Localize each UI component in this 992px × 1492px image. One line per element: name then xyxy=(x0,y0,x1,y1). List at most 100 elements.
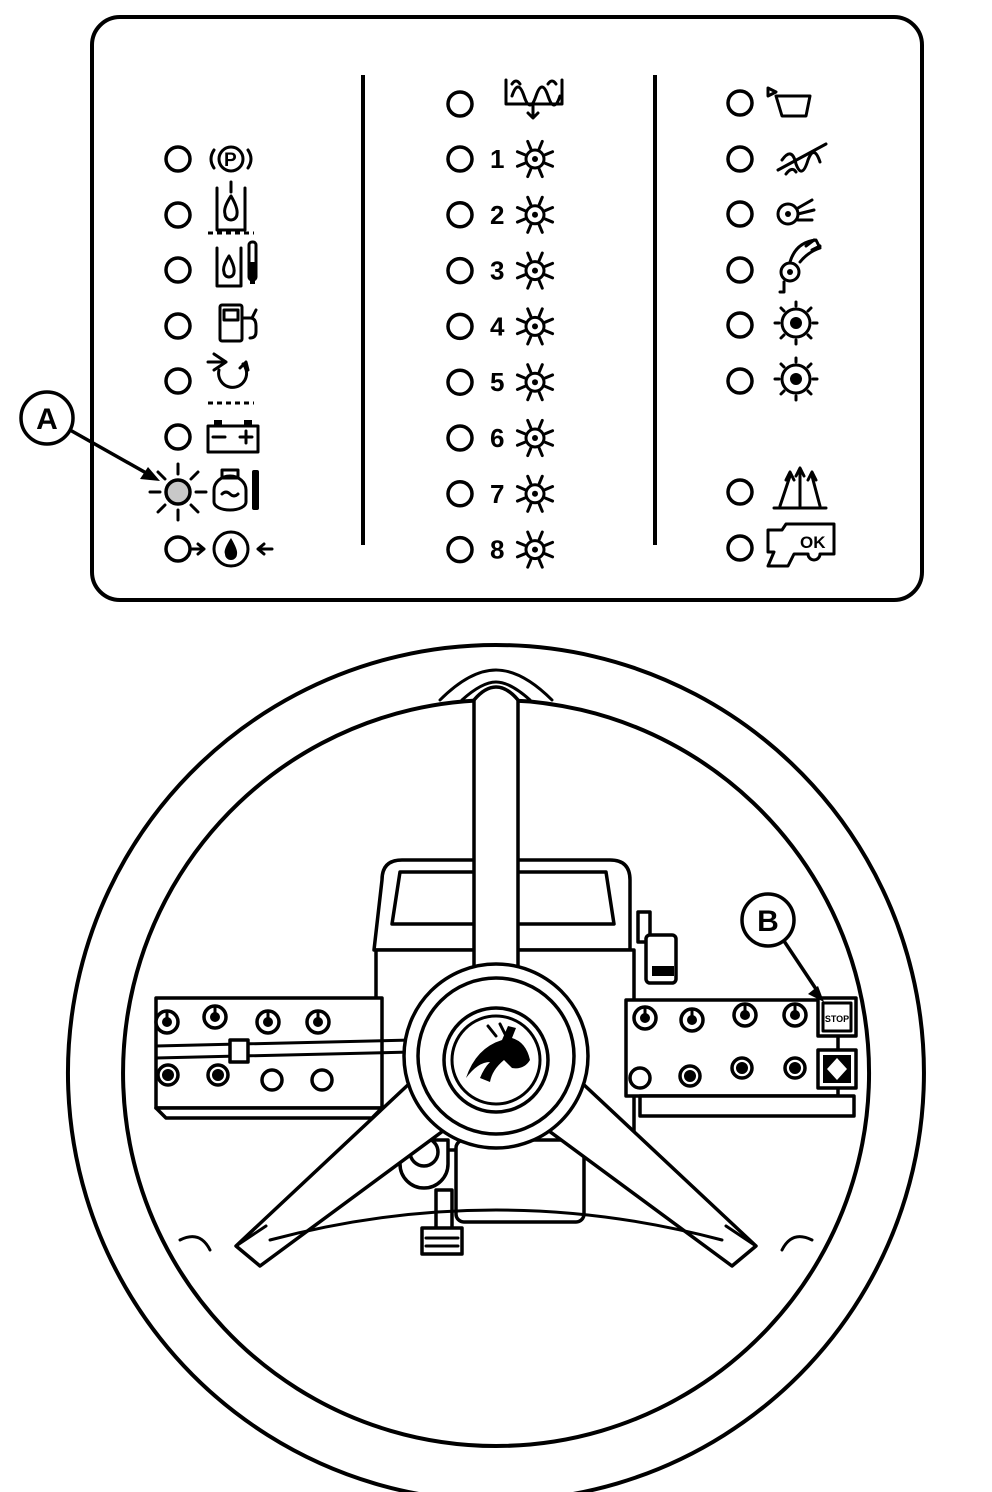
shaft-indicator-row: 5 xyxy=(446,363,555,402)
callout-b: B xyxy=(740,892,824,1002)
hydraulic-oil-level-indicator-lamp xyxy=(164,201,192,229)
round-button xyxy=(628,1066,652,1090)
left-control-strip xyxy=(154,996,414,1120)
engine-oil-pressure-icon xyxy=(188,530,274,568)
feeder-house-indicator-lamp xyxy=(446,90,474,118)
coolant-temperature-indicator-lamp-lit xyxy=(164,478,192,506)
lit-coolant-temperature-indicator xyxy=(148,462,208,522)
shaft-speed-icon xyxy=(515,530,555,569)
straw-chopper-icon xyxy=(778,238,822,294)
round-button xyxy=(206,1063,230,1087)
air-filter-restriction-icon xyxy=(206,352,254,405)
fuel-level-icon xyxy=(218,303,258,343)
shaft-indicator-lamp xyxy=(446,424,474,452)
shaft-number-label: 6 xyxy=(490,423,504,453)
steering-area: STOP xyxy=(65,643,926,1492)
shaft-indicator-lamp xyxy=(446,480,474,508)
air-filter-restriction-indicator-lamp xyxy=(164,367,192,395)
charging-system-indicator-lamp xyxy=(164,423,192,451)
rocker-switch xyxy=(782,1002,808,1028)
shaft-indicator-row: 1 xyxy=(446,139,555,179)
feeder-house-auger-icon xyxy=(504,78,564,120)
callout-b-label: B xyxy=(757,905,779,938)
shaft-number-label: 5 xyxy=(490,367,504,397)
callout-a-label: A xyxy=(36,403,58,436)
parking-brake-icon: P xyxy=(209,145,253,173)
rotor-icon xyxy=(773,356,819,402)
tailings-elevator-indicator-lamp xyxy=(726,200,754,228)
round-button xyxy=(156,1063,180,1087)
header-height-arrows-icon xyxy=(772,466,828,510)
battery-icon xyxy=(206,420,260,454)
shaft-indicator-row: 4 xyxy=(446,307,555,346)
shaft-number-label: 2 xyxy=(490,200,504,230)
svg-text:P: P xyxy=(224,150,237,171)
callout-a: A xyxy=(19,390,160,481)
multifunction-switch xyxy=(816,1048,858,1090)
console-round-buttons xyxy=(156,1056,807,1092)
system-ok-indicator-lamp xyxy=(726,534,754,562)
rocker-switch xyxy=(202,1004,228,1030)
middle-indicator-column: 1 2 3 4 5 6 7 8 xyxy=(446,78,564,569)
stop-button-label: STOP xyxy=(825,1014,849,1024)
shaft-number-label: 7 xyxy=(490,479,504,509)
rotor-speed-indicator-lamp xyxy=(726,367,754,395)
stop-button: STOP xyxy=(816,996,858,1038)
indicator-panel: P xyxy=(90,15,924,602)
shaft-number-label: 8 xyxy=(490,535,504,565)
round-button xyxy=(678,1064,702,1088)
deer-logo-icon xyxy=(466,1022,530,1082)
tailings-elevator-icon xyxy=(776,198,816,226)
steering-wheel xyxy=(65,643,926,1492)
shaft-number-label: 4 xyxy=(490,311,505,341)
rocker-switch xyxy=(679,1007,705,1033)
shaft-speed-icon xyxy=(515,307,555,346)
right-indicator-column: OK xyxy=(726,86,836,568)
grain-tank-full-icon xyxy=(766,86,812,118)
shaft-indicator-row: 2 xyxy=(446,195,555,234)
hydraulic-oil-temperature-indicator-lamp xyxy=(164,256,192,284)
shaft-number-label: 3 xyxy=(490,256,504,286)
shaft-speed-icon xyxy=(515,139,555,179)
shaft-number-label: 1 xyxy=(490,144,504,174)
shaft-indicator-lamp xyxy=(446,145,474,173)
round-button xyxy=(310,1068,334,1092)
cylinder-speed-indicator-lamp xyxy=(726,311,754,339)
hydraulic-oil-level-icon xyxy=(208,180,254,235)
shaft-speed-icon xyxy=(515,251,555,290)
round-button xyxy=(260,1068,284,1092)
numbered-shaft-indicators: 1 2 3 4 5 6 7 8 xyxy=(446,139,555,569)
shaft-indicator-lamp xyxy=(446,201,474,229)
shaft-indicator-row: 7 xyxy=(446,474,555,513)
hydraulic-oil-temperature-icon xyxy=(215,240,258,288)
grain-tank-indicator-lamp xyxy=(726,89,754,117)
rocker-switch xyxy=(632,1005,658,1031)
round-button xyxy=(730,1056,754,1080)
clean-grain-elevator-indicator-lamp xyxy=(726,145,754,173)
shaft-indicator-lamp xyxy=(446,535,474,564)
shaft-indicator-lamp xyxy=(446,312,474,341)
clean-grain-auger-icon xyxy=(776,142,828,176)
rocker-switch xyxy=(255,1009,281,1035)
shaft-speed-icon xyxy=(515,474,555,513)
combine-ok-icon: OK xyxy=(766,522,836,568)
header-height-indicator-lamp xyxy=(726,478,754,506)
round-button xyxy=(783,1056,807,1080)
light-rays-icon xyxy=(148,462,208,522)
shaft-indicator-row: 8 xyxy=(446,530,555,569)
shaft-speed-icon xyxy=(515,418,555,458)
left-indicator-column: P xyxy=(148,145,274,568)
rocker-switch xyxy=(305,1009,331,1035)
shaft-indicator-lamp xyxy=(446,256,474,285)
fuel-level-indicator-lamp xyxy=(164,312,192,340)
shaft-indicator-lamp xyxy=(446,368,474,396)
shaft-indicator-row: 6 xyxy=(446,418,555,458)
console-switch-knobs xyxy=(154,1002,808,1035)
straw-chopper-indicator-lamp xyxy=(726,256,754,284)
ok-label: OK xyxy=(800,533,826,552)
parking-brake-indicator-lamp xyxy=(164,145,192,173)
shaft-speed-icon xyxy=(515,195,555,234)
shaft-speed-icon xyxy=(515,363,555,402)
shaft-indicator-row: 3 xyxy=(446,251,555,290)
